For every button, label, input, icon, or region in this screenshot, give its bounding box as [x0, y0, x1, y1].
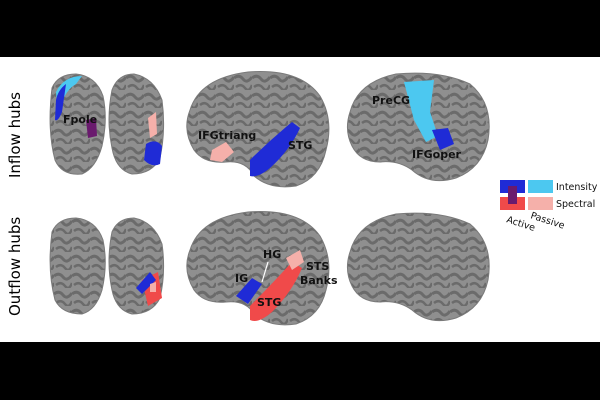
- region-intensity-active-ifgoper: [432, 128, 454, 150]
- region-spectral-passive-ifgtriang: [210, 142, 234, 162]
- label-hg: HG: [263, 248, 281, 261]
- region-intensity-active-front-bottom: [136, 272, 156, 294]
- region-overlap-fpole: [86, 118, 97, 138]
- region-intensity-active-front: [144, 141, 162, 166]
- row-label-inflow: Inflow hubs: [6, 92, 24, 178]
- brain-bottom-lateral-left: [186, 211, 330, 326]
- region-spectral-passive-front-bottom: [150, 282, 156, 292]
- legend-swatch-overlap: [508, 186, 517, 204]
- label-ig: IG: [235, 272, 248, 285]
- row-label-outflow: Outflow hubs: [6, 216, 24, 316]
- brain-top-frontal-left: [49, 73, 106, 175]
- label-banks: Banks: [300, 274, 338, 287]
- region-spectral-passive-front: [148, 112, 157, 138]
- legend-swatch-spectral-passive: [528, 197, 553, 210]
- region-intensity-active-fpole: [55, 84, 66, 121]
- brain-bottom-lateral-right: [346, 212, 490, 322]
- label-stg-top: STG: [288, 139, 312, 152]
- label-ifgtriang: IFGtriang: [198, 129, 256, 142]
- legend-label-spectral: Spectral: [556, 199, 595, 210]
- legend-label-intensity: Intensity: [556, 182, 598, 193]
- region-spectral-passive-sts: [286, 250, 304, 270]
- label-fpole: Fpole: [63, 113, 97, 126]
- region-spectral-active-stg-bottom: [250, 262, 302, 321]
- label-sts: STS: [306, 260, 329, 273]
- label-stg-bottom: STG: [257, 296, 281, 309]
- brain-bottom-frontal-left: [49, 217, 106, 315]
- legend: Intensity Spectral Active Passive: [500, 180, 598, 234]
- legend-swatch-intensity-passive: [528, 180, 553, 193]
- region-intensity-active-ig: [236, 278, 262, 304]
- region-intensity-passive-fpole: [56, 76, 82, 118]
- region-intensity-passive-precg: [404, 80, 438, 142]
- region-intensity-active-stg-top: [250, 122, 300, 177]
- pointer-hg: [261, 261, 269, 283]
- label-ifgoper: IFGoper: [412, 148, 462, 161]
- label-precg: PreCG: [372, 94, 410, 107]
